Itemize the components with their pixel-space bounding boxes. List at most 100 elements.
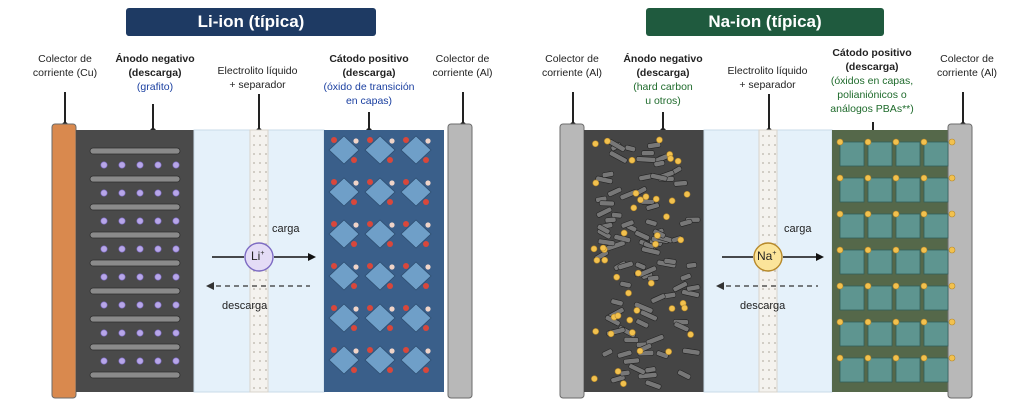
separator-pore [768, 387, 770, 389]
lithium-atom [118, 189, 126, 197]
lithium-atom [136, 329, 144, 337]
graphite-layer [89, 259, 181, 267]
oxygen-atom [367, 263, 373, 269]
separator-pore [774, 306, 776, 308]
sodium-atom [836, 138, 844, 146]
na-collector-left-label: Colector de corriente (Al) [541, 53, 603, 79]
hard-carbon-flake [645, 218, 658, 227]
separator-pore [259, 189, 261, 191]
sodium-atom [677, 236, 685, 244]
oxygen-atom [353, 306, 359, 312]
polyanion-unit [867, 285, 893, 311]
separator-pore [774, 225, 776, 227]
sodium-atom [593, 256, 601, 264]
oxygen-atom [387, 199, 393, 205]
polyanion-unit [839, 321, 865, 347]
separator-pore [253, 306, 255, 308]
sodium-atom [656, 136, 663, 144]
hard-carbon-flake [641, 246, 661, 256]
oxide-octahedron [400, 135, 432, 165]
oxide-octahedron [364, 345, 396, 375]
hard-carbon-flake [620, 219, 635, 229]
sodium-atom [604, 137, 611, 145]
oxide-octahedron [400, 345, 432, 375]
separator-pore [762, 198, 764, 200]
na-charge-label: carga [784, 223, 812, 235]
separator-pore [762, 342, 764, 344]
hard-carbon-flake [607, 186, 622, 197]
separator-pore [762, 288, 764, 290]
polyanion-unit [923, 249, 949, 275]
oxygen-atom [353, 222, 359, 228]
oxygen-atom [351, 283, 357, 289]
sodium-atom [892, 282, 900, 290]
sodium-atom [625, 289, 632, 297]
current-collector-right [447, 123, 473, 399]
li-collector-left-label: Colector de corriente (Cu) [32, 53, 98, 79]
polyanion-unit [867, 357, 893, 383]
sodium-atom [665, 348, 672, 356]
hard-carbon-flake [597, 238, 616, 247]
separator-pore [768, 342, 770, 344]
sodium-atom [620, 380, 627, 387]
separator-pore [762, 162, 764, 164]
separator-pore [762, 180, 764, 182]
sodium-atom [635, 269, 642, 277]
hard-carbon-flake [644, 366, 657, 374]
oxygen-atom [331, 221, 337, 227]
lithium-atom [172, 301, 180, 309]
oxygen-atom [351, 367, 357, 373]
polyanion-unit [895, 141, 921, 167]
separator-pore [768, 135, 770, 137]
polyanion-unit [867, 177, 893, 203]
oxide-octahedron [364, 303, 396, 333]
sodium-atom [607, 330, 615, 338]
li-cell-drawing [51, 123, 473, 399]
separator-pore [253, 342, 255, 344]
graphite-layer [89, 315, 181, 323]
sodium-atom [920, 282, 928, 290]
separator-pore [253, 288, 255, 290]
lithium-atom [118, 273, 126, 281]
polyanion-unit [923, 321, 949, 347]
polyanion-unit [839, 177, 865, 203]
separator-pore [762, 189, 764, 191]
separator-pore [768, 189, 770, 191]
separator-pore [774, 198, 776, 200]
separator-pore [762, 351, 764, 353]
na-ion-panel: Na-ion (típica) Colector de corriente (A… [520, 0, 1024, 403]
oxygen-atom [389, 348, 395, 354]
oxygen-atom [353, 138, 359, 144]
separator-pore [774, 288, 776, 290]
separator-pore [259, 297, 261, 299]
separator-pore [265, 216, 267, 218]
separator-pore [768, 153, 770, 155]
sodium-atom [892, 174, 900, 182]
sodium-atom [948, 246, 956, 254]
separator-pore [768, 234, 770, 236]
hard-carbon-flake [610, 374, 626, 384]
separator-pore [774, 378, 776, 380]
separator-pore [768, 324, 770, 326]
sodium-atom [592, 179, 600, 187]
graphite-layer [89, 343, 181, 351]
separator-pore [265, 315, 267, 317]
separator-pore [774, 360, 776, 362]
sodium-atom [629, 329, 636, 336]
charge-arrow-head [308, 253, 316, 261]
sodium-atom [592, 328, 599, 335]
lithium-atom [118, 301, 126, 309]
separator-pore [762, 297, 764, 299]
oxide-octahedron [328, 345, 360, 375]
oxide-octahedron [328, 303, 360, 333]
hard-carbon-flake [601, 348, 613, 358]
hard-carbon-flake [596, 206, 613, 218]
separator-pore [265, 153, 267, 155]
separator-pore [253, 315, 255, 317]
sodium-atom [630, 204, 638, 212]
oxygen-atom [403, 263, 409, 269]
hard-carbon-flake [655, 350, 669, 359]
oxygen-atom [423, 199, 429, 205]
hard-carbon-flake [617, 349, 633, 359]
sodium-atom [683, 190, 691, 198]
